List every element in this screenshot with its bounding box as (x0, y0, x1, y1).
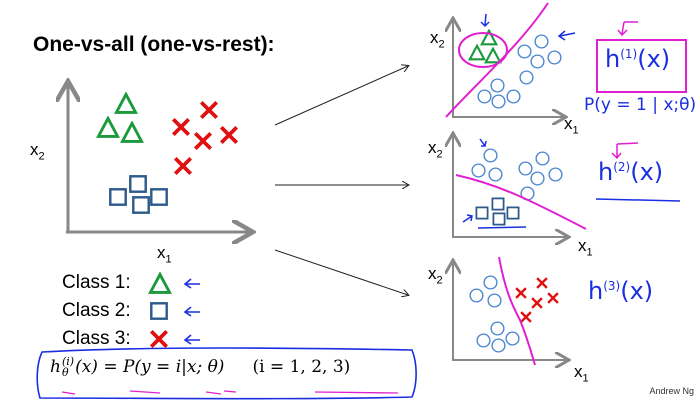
class-2-square-icon (150, 302, 168, 320)
class-2-label: Class 2: (62, 300, 131, 321)
p3-x2-label: x2 (428, 264, 443, 287)
formula-sup-sub: (i)θ (61, 355, 75, 379)
slide-title: One-vs-all (one-vs-rest): (33, 33, 275, 56)
h3-annotation: h(3)(x) (588, 277, 654, 305)
p3-x1-label: x1 (574, 362, 589, 385)
handwriting (36, 278, 417, 400)
panel-class-1 (446, 2, 687, 117)
p1-x2-label: x2 (430, 28, 445, 51)
p2-x1-label: x1 (578, 236, 593, 259)
p1-x1-label: x1 (564, 114, 579, 137)
p1-annotation: P(y = 1 | x;θ) (584, 95, 697, 115)
panel-class-3 (452, 256, 567, 365)
panel-class-2 (452, 135, 681, 237)
hypothesis-formula: h(i)θ(x) = P(y = i|x; θ)(i = 1, 2, 3) (50, 355, 351, 379)
main-x1-label: x1 (157, 243, 172, 266)
h2-annotation: h(2)(x) (598, 158, 664, 186)
p2-x2-label: x2 (428, 138, 443, 161)
class-1-triangle-icon (148, 272, 172, 294)
class-1-label: Class 1: (62, 272, 131, 293)
class-3-label: Class 3: (62, 328, 131, 349)
credit: Andrew Ng (649, 386, 694, 396)
arrows (274, 66, 408, 295)
h1-annotation: h(1)(x) (605, 45, 671, 73)
class-3-cross-icon (149, 329, 169, 349)
main-plot (66, 84, 250, 232)
main-x2-label: x2 (30, 140, 45, 163)
